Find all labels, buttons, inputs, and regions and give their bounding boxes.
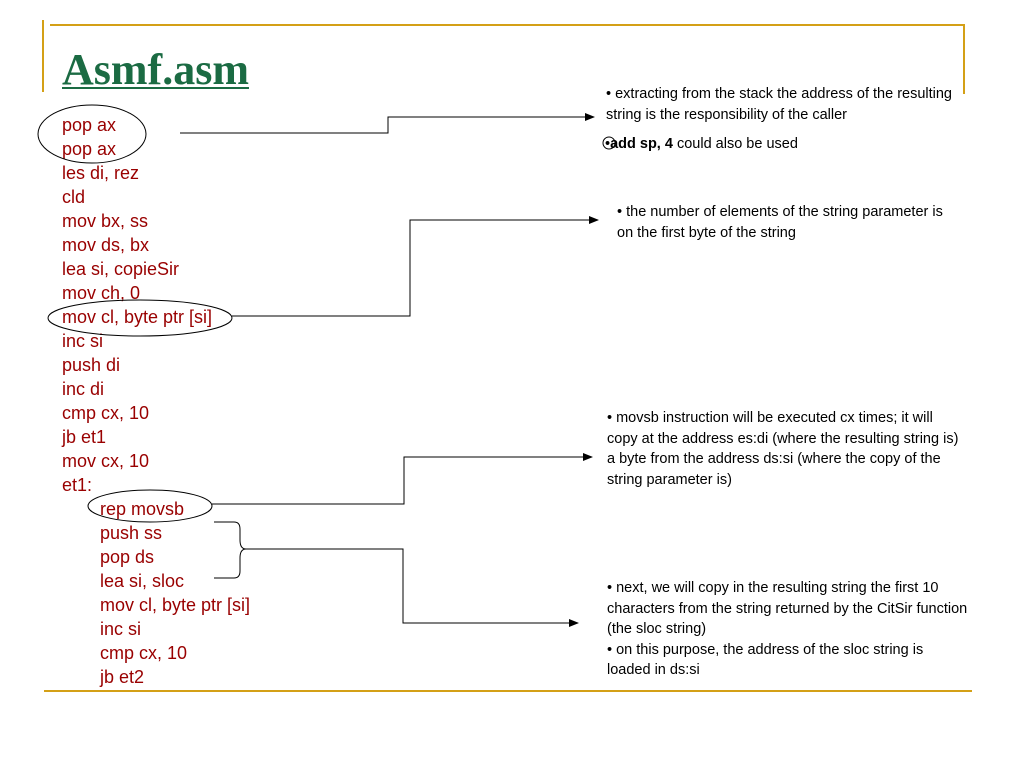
code-line: inc di (62, 379, 105, 399)
code-line: pop ax (62, 139, 117, 159)
code-line: push ss (100, 523, 163, 543)
note-sloc-first: • next, we will copy in the resulting st… (607, 580, 968, 637)
note-add-sp-text: could also be used (672, 136, 798, 152)
code-line: mov cl, byte ptr [si] (100, 595, 251, 615)
code-line: inc si (62, 331, 104, 351)
note-sloc-second: • on this purpose, the address of the sl… (607, 641, 924, 679)
code-line: les di, rez (62, 163, 140, 183)
circle-mov-cl (47, 299, 233, 337)
frame-right (963, 24, 965, 94)
arrow-count (232, 216, 599, 317)
code-line: cmp cx, 10 (62, 403, 150, 423)
arrow-stack (180, 113, 595, 134)
code-listing: pop ax pop ax les di, rez cld mov bx, ss mov … (62, 113, 250, 689)
code-line: mov cx, 10 (62, 451, 150, 471)
arrow-movsb (212, 453, 593, 505)
code-line: mov ch, 0 (62, 283, 141, 303)
code-line: cld (62, 187, 86, 207)
note-movsb: • movsb instruction will be executed cx … (607, 410, 959, 488)
circle-add-sp-bullet (602, 136, 616, 150)
code-line: mov cl, byte ptr [si] (62, 307, 213, 327)
note-add-sp-bullet: • (605, 136, 611, 152)
frame-bottom (44, 690, 972, 692)
note-sloc: • next, we will copy in the resulting st… (607, 578, 969, 681)
code-line: mov ds, bx (62, 235, 150, 255)
code-line: mov bx, ss (62, 211, 149, 231)
code-line: lea si, copieSir (62, 259, 180, 279)
frame-left (42, 20, 44, 92)
code-line: et1: (62, 475, 93, 495)
note-stack: • extracting from the stack the address … (606, 86, 952, 123)
code-line: inc si (100, 619, 142, 639)
page-title: Asmf.asm (62, 45, 249, 94)
code-line: rep movsb (100, 499, 185, 519)
code-line: jb et1 (62, 427, 107, 447)
circle-rep-movsb (87, 489, 213, 523)
code-line: pop ds (100, 547, 155, 567)
brace-icon (214, 521, 247, 579)
code-line: jb et2 (100, 667, 145, 687)
code-line: lea si, sloc (100, 571, 185, 591)
note-count: • the number of elements of the string p… (617, 204, 943, 241)
frame-top (50, 24, 965, 26)
arrow-sloc (246, 548, 579, 627)
note-add-sp: •add sp, 4 could also be used (605, 134, 965, 155)
circle-pop-ax (37, 104, 147, 164)
note-add-sp-code: add sp, 4 (610, 136, 673, 152)
code-line: pop ax (62, 115, 117, 135)
code-line: push di (62, 355, 121, 375)
code-line: cmp cx, 10 (100, 643, 188, 663)
